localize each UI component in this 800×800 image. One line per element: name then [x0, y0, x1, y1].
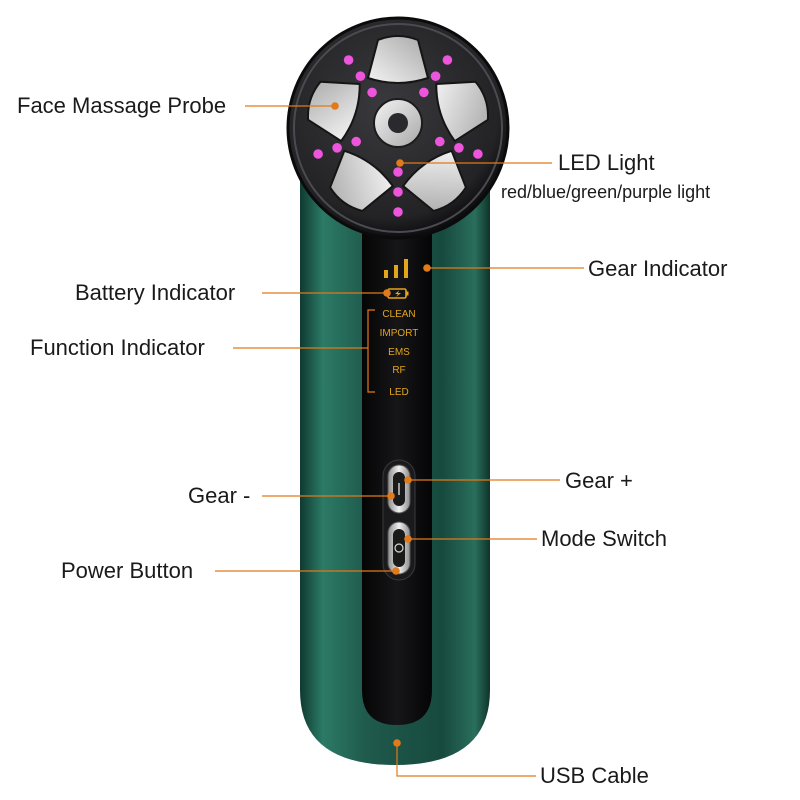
electrode-petal — [307, 80, 361, 143]
electrode-petal — [401, 149, 468, 213]
label-gear-indicator: Gear Indicator — [588, 256, 728, 281]
led-dot — [442, 55, 453, 65]
led-dot — [393, 187, 403, 197]
electrode-petal — [366, 35, 430, 84]
label-usb-cable: USB Cable — [540, 763, 649, 788]
gear-button[interactable] — [387, 464, 411, 514]
callout-lines — [215, 105, 584, 777]
electrode-petal — [328, 149, 395, 213]
label-face-massage-probe: Face Massage Probe — [17, 93, 227, 118]
dot-usb-cable — [393, 739, 401, 747]
label-led-light: LED Light — [558, 150, 655, 175]
electrode-petal — [435, 80, 489, 143]
mode-power-button[interactable] — [387, 521, 411, 575]
probe-center — [373, 98, 423, 148]
dot-battery-indicator — [383, 289, 391, 297]
led-dot — [355, 71, 366, 81]
dot-face-massage-probe — [331, 102, 339, 110]
label-function-indicator: Function Indicator — [30, 335, 205, 360]
label-mode-switch: Mode Switch — [541, 526, 667, 551]
led-dot — [332, 143, 342, 153]
function-list: CLEAN IMPORT EMS RF LED — [380, 309, 419, 398]
led-dots — [313, 55, 483, 217]
led-dot — [313, 149, 323, 159]
dot-gear-indicator — [423, 264, 431, 272]
led-dot — [393, 207, 403, 217]
led-dot — [473, 149, 483, 159]
dot-gear-minus — [387, 492, 395, 500]
callout-dots — [331, 102, 431, 747]
function-label-import: IMPORT — [380, 328, 419, 339]
label-led-light-sub: red/blue/green/purple light — [501, 182, 711, 202]
gear-indicator-bars — [384, 259, 408, 278]
leader-usb-cable — [396, 743, 536, 777]
led-dot — [419, 87, 429, 98]
probe-electrodes — [307, 35, 489, 213]
dot-mode-switch — [404, 535, 412, 543]
function-label-ems: EMS — [388, 347, 410, 358]
led-dot — [454, 143, 464, 153]
function-label-led: LED — [389, 387, 408, 398]
led-dot — [343, 55, 354, 65]
label-battery-indicator: Battery Indicator — [75, 280, 236, 305]
led-dot — [435, 136, 445, 147]
led-dot — [393, 167, 403, 177]
led-dot — [367, 87, 377, 98]
label-power-button: Power Button — [61, 558, 194, 583]
dot-led-light — [396, 159, 404, 167]
led-dot — [430, 71, 441, 81]
dot-power-button — [392, 567, 400, 575]
function-label-rf: RF — [392, 365, 405, 376]
label-gear-minus: Gear - — [188, 483, 251, 508]
function-label-clean: CLEAN — [382, 309, 415, 320]
leader-function-indicator — [367, 309, 375, 393]
dot-gear-plus — [404, 476, 412, 484]
led-dot — [351, 136, 362, 147]
label-gear-plus: Gear + — [565, 468, 633, 493]
